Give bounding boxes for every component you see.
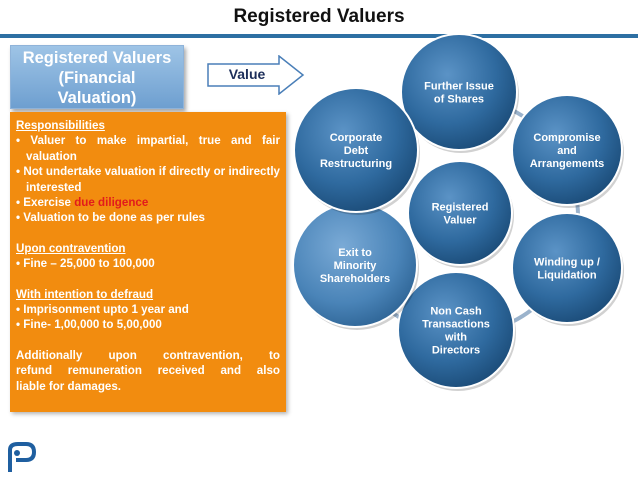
title-divider bbox=[0, 34, 638, 38]
node-non-cash-label: Transactions bbox=[422, 318, 490, 330]
node-exit-minority-label: Minority bbox=[334, 260, 378, 272]
diligence-prefix: • Exercise bbox=[16, 196, 75, 210]
responsibilities-panel: Responsibilities • Valuer to make impart… bbox=[10, 112, 286, 412]
responsibility-item: • Not undertake valuation if directly or… bbox=[16, 165, 280, 194]
company-logo-icon bbox=[4, 440, 38, 476]
value-arrow-label: Value bbox=[228, 66, 266, 82]
responsibility-item: • Valuer to make impartial, true and fai… bbox=[16, 134, 280, 163]
node-non-cash-label: with bbox=[444, 331, 467, 343]
node-registered-valuer-label: Valuer bbox=[443, 214, 477, 226]
responsibility-item: • Valuation to be done as per rules bbox=[16, 211, 205, 225]
additional-line: liable for damages. bbox=[16, 379, 122, 393]
box-line-2: (Financial bbox=[58, 69, 136, 87]
responsibilities-heading: Responsibilities bbox=[16, 119, 105, 132]
contravention-item: • Fine – 25,000 to 100,000 bbox=[16, 257, 155, 271]
node-compromise-label: and bbox=[557, 145, 577, 157]
node-winding-up-label: Liquidation bbox=[537, 269, 597, 281]
diligence-highlight: due diligence bbox=[74, 196, 149, 210]
node-corporate-debt-label: Restructuring bbox=[320, 158, 392, 170]
page-title: Registered Valuers bbox=[233, 6, 405, 27]
node-non-cash-label: Directors bbox=[432, 344, 480, 356]
node-compromise-label: Compromise bbox=[533, 132, 600, 144]
node-corporate-debt-label: Corporate bbox=[330, 132, 383, 144]
arrow-shape bbox=[207, 54, 305, 96]
node-corporate-debt-label: Debt bbox=[344, 145, 369, 157]
contravention-heading: Upon contravention bbox=[16, 241, 126, 255]
node-exit-minority-label: Exit to bbox=[338, 247, 372, 259]
node-further-issue-label: of Shares bbox=[434, 93, 484, 105]
value-arrow: Value bbox=[207, 54, 305, 96]
defraud-item: • Imprisonment upto 1 year and bbox=[16, 303, 189, 317]
node-winding-up: Winding up /Liquidation bbox=[511, 212, 624, 326]
defraud-heading: With intention to defraud bbox=[16, 287, 154, 301]
node-winding-up-label: Winding up / bbox=[534, 256, 600, 268]
registered-valuers-box: Registered Valuers (Financial Valuation) bbox=[10, 45, 184, 109]
additional-line: refund remuneration received and also bbox=[16, 364, 280, 378]
node-compromise-label: Arrangements bbox=[530, 158, 605, 170]
node-further-issue-label: Further Issue bbox=[424, 80, 494, 92]
box-line-1: Registered Valuers bbox=[22, 49, 172, 67]
node-exit-minority-label: Shareholders bbox=[320, 273, 390, 285]
node-registered-valuer-label: Registered bbox=[432, 201, 489, 213]
responsibility-item-diligence: • Exercise due diligence bbox=[16, 195, 280, 210]
additional-line: Additionally upon contravention, to bbox=[16, 348, 280, 362]
box-line-3: Valuation) bbox=[57, 89, 137, 107]
defraud-item: • Fine- 1,00,000 to 5,00,000 bbox=[16, 318, 162, 332]
node-non-cash-label: Non Cash bbox=[430, 305, 482, 317]
